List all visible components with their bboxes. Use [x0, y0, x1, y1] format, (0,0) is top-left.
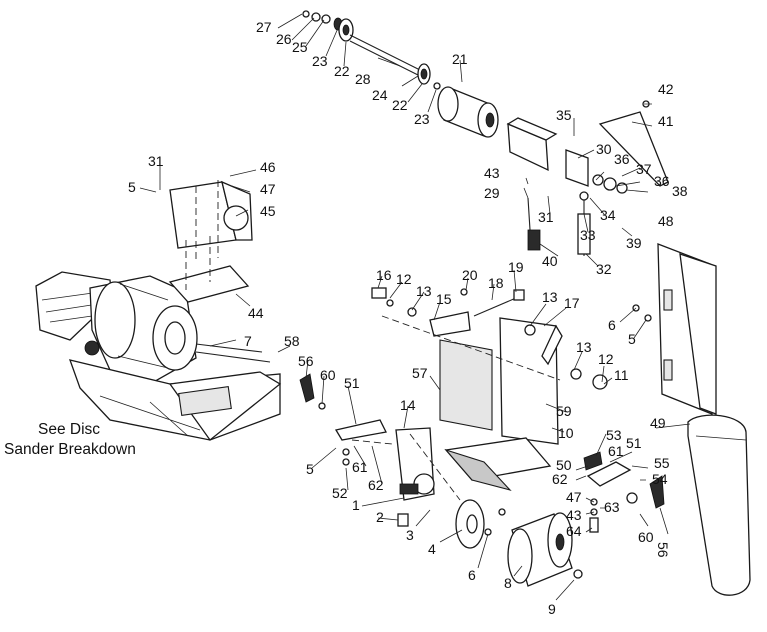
callout-label: 28 — [355, 71, 371, 87]
callout-label: 5 — [128, 179, 136, 195]
callout-label: 49 — [650, 415, 666, 431]
callout-label: 19 — [508, 259, 524, 275]
tracking-bracket-assembly — [506, 100, 669, 256]
callout-label: 58 — [284, 333, 300, 349]
callout-label: 51 — [344, 375, 360, 391]
callout-label: 15 — [436, 291, 452, 307]
callout-label: 24 — [372, 87, 388, 103]
callout-label: 43 — [566, 507, 582, 523]
callout-label: 31 — [538, 209, 554, 225]
callout-label: 12 — [598, 351, 614, 367]
callout-label: 37 — [636, 161, 652, 177]
callout-label: 22 — [392, 97, 408, 113]
callout-label: 7 — [244, 333, 252, 349]
callout-label: 8 — [504, 575, 512, 591]
callout-label: 34 — [600, 207, 616, 223]
callout-label: 26 — [276, 31, 292, 47]
callout-label: 2 — [376, 509, 384, 525]
motor-cover — [168, 180, 253, 303]
belt-frame — [632, 243, 717, 415]
callout-label: 32 — [596, 261, 612, 277]
callout-label: 60 — [638, 529, 654, 545]
callout-label: 21 — [452, 51, 468, 67]
callout-label: 47 — [260, 181, 276, 197]
callout-label: 39 — [626, 235, 642, 251]
callout-label: 6 — [468, 567, 476, 583]
callout-label: 27 — [256, 19, 272, 35]
callout-label: 18 — [488, 275, 504, 291]
callout-label: 36 — [614, 151, 630, 167]
callout-label: 61 — [608, 443, 624, 459]
leader-lines — [139, 13, 691, 601]
callout-label: 13 — [542, 289, 558, 305]
callout-label: 33 — [580, 227, 596, 243]
callout-label: 56 — [298, 353, 314, 369]
callout-label: 56 — [655, 542, 671, 558]
callout-label: 62 — [552, 471, 568, 487]
callout-label: 20 — [462, 267, 478, 283]
callout-label: 3 — [406, 527, 414, 543]
platen-assembly — [439, 317, 608, 492]
disc-sander-note: See Disc Sander Breakdown — [4, 421, 136, 458]
note-line-2: Sander Breakdown — [4, 441, 136, 458]
callout-label: 57 — [412, 365, 428, 381]
note-line-1: See Disc — [38, 421, 100, 438]
callout-label: 41 — [658, 113, 674, 129]
callout-label: 38 — [672, 183, 688, 199]
callout-label: 44 — [248, 305, 264, 321]
callout-label: 51 — [626, 435, 642, 451]
callout-label: 54 — [652, 471, 668, 487]
callout-label: 5 — [306, 461, 314, 477]
drive-drum — [437, 86, 499, 138]
callout-label: 43 — [484, 165, 500, 181]
callout-label: 60 — [320, 367, 336, 383]
callout-label: 50 — [556, 457, 572, 473]
callout-label: 61 — [352, 459, 368, 475]
callout-label: 47 — [566, 489, 582, 505]
callout-label: 4 — [428, 541, 436, 557]
callout-label: 52 — [332, 485, 348, 501]
tension-assembly — [583, 451, 665, 533]
callout-label: 10 — [558, 425, 574, 441]
sanding-belt — [687, 414, 751, 596]
callout-label: 13 — [576, 339, 592, 355]
callout-label: 48 — [658, 213, 674, 229]
callout-label: 23 — [414, 111, 430, 127]
idler-bracket — [371, 287, 525, 337]
callout-label: 30 — [596, 141, 612, 157]
callout-label: 17 — [564, 295, 580, 311]
callout-label: 36 — [654, 173, 670, 189]
callout-label: 16 — [376, 267, 392, 283]
callout-label: 1 — [352, 497, 360, 513]
callout-label: 55 — [654, 455, 670, 471]
callout-label: 14 — [400, 397, 416, 413]
callout-label: 13 — [416, 283, 432, 299]
callout-label: 6 — [608, 317, 616, 333]
frame-support — [299, 373, 435, 527]
callout-label: 9 — [548, 601, 556, 617]
disc-sander-base — [35, 271, 282, 441]
callout-label: 59 — [556, 403, 572, 419]
callout-label: 29 — [484, 185, 500, 201]
callout-label: 53 — [606, 427, 622, 443]
callout-label: 25 — [292, 39, 308, 55]
callout-label: 11 — [614, 367, 629, 383]
drive-shaft-assembly — [302, 10, 441, 90]
callout-label: 40 — [542, 253, 558, 269]
callout-label: 45 — [260, 203, 276, 219]
callout-label: 22 — [334, 63, 350, 79]
callout-label: 35 — [556, 107, 572, 123]
callout-label: 63 — [604, 499, 620, 515]
callout-label: 62 — [368, 477, 384, 493]
callout-label: 42 — [658, 81, 674, 97]
callout-label: 31 — [148, 153, 164, 169]
callout-label: 23 — [312, 53, 328, 69]
callout-label: 64 — [566, 523, 582, 539]
callout-labels: 27 26 25 23 22 28 24 22 23 21 42 41 35 3… — [128, 19, 688, 617]
callout-label: 5 — [628, 331, 636, 347]
callout-label: 46 — [260, 159, 276, 175]
idler-drum — [455, 499, 583, 587]
callout-label: 12 — [396, 271, 412, 287]
